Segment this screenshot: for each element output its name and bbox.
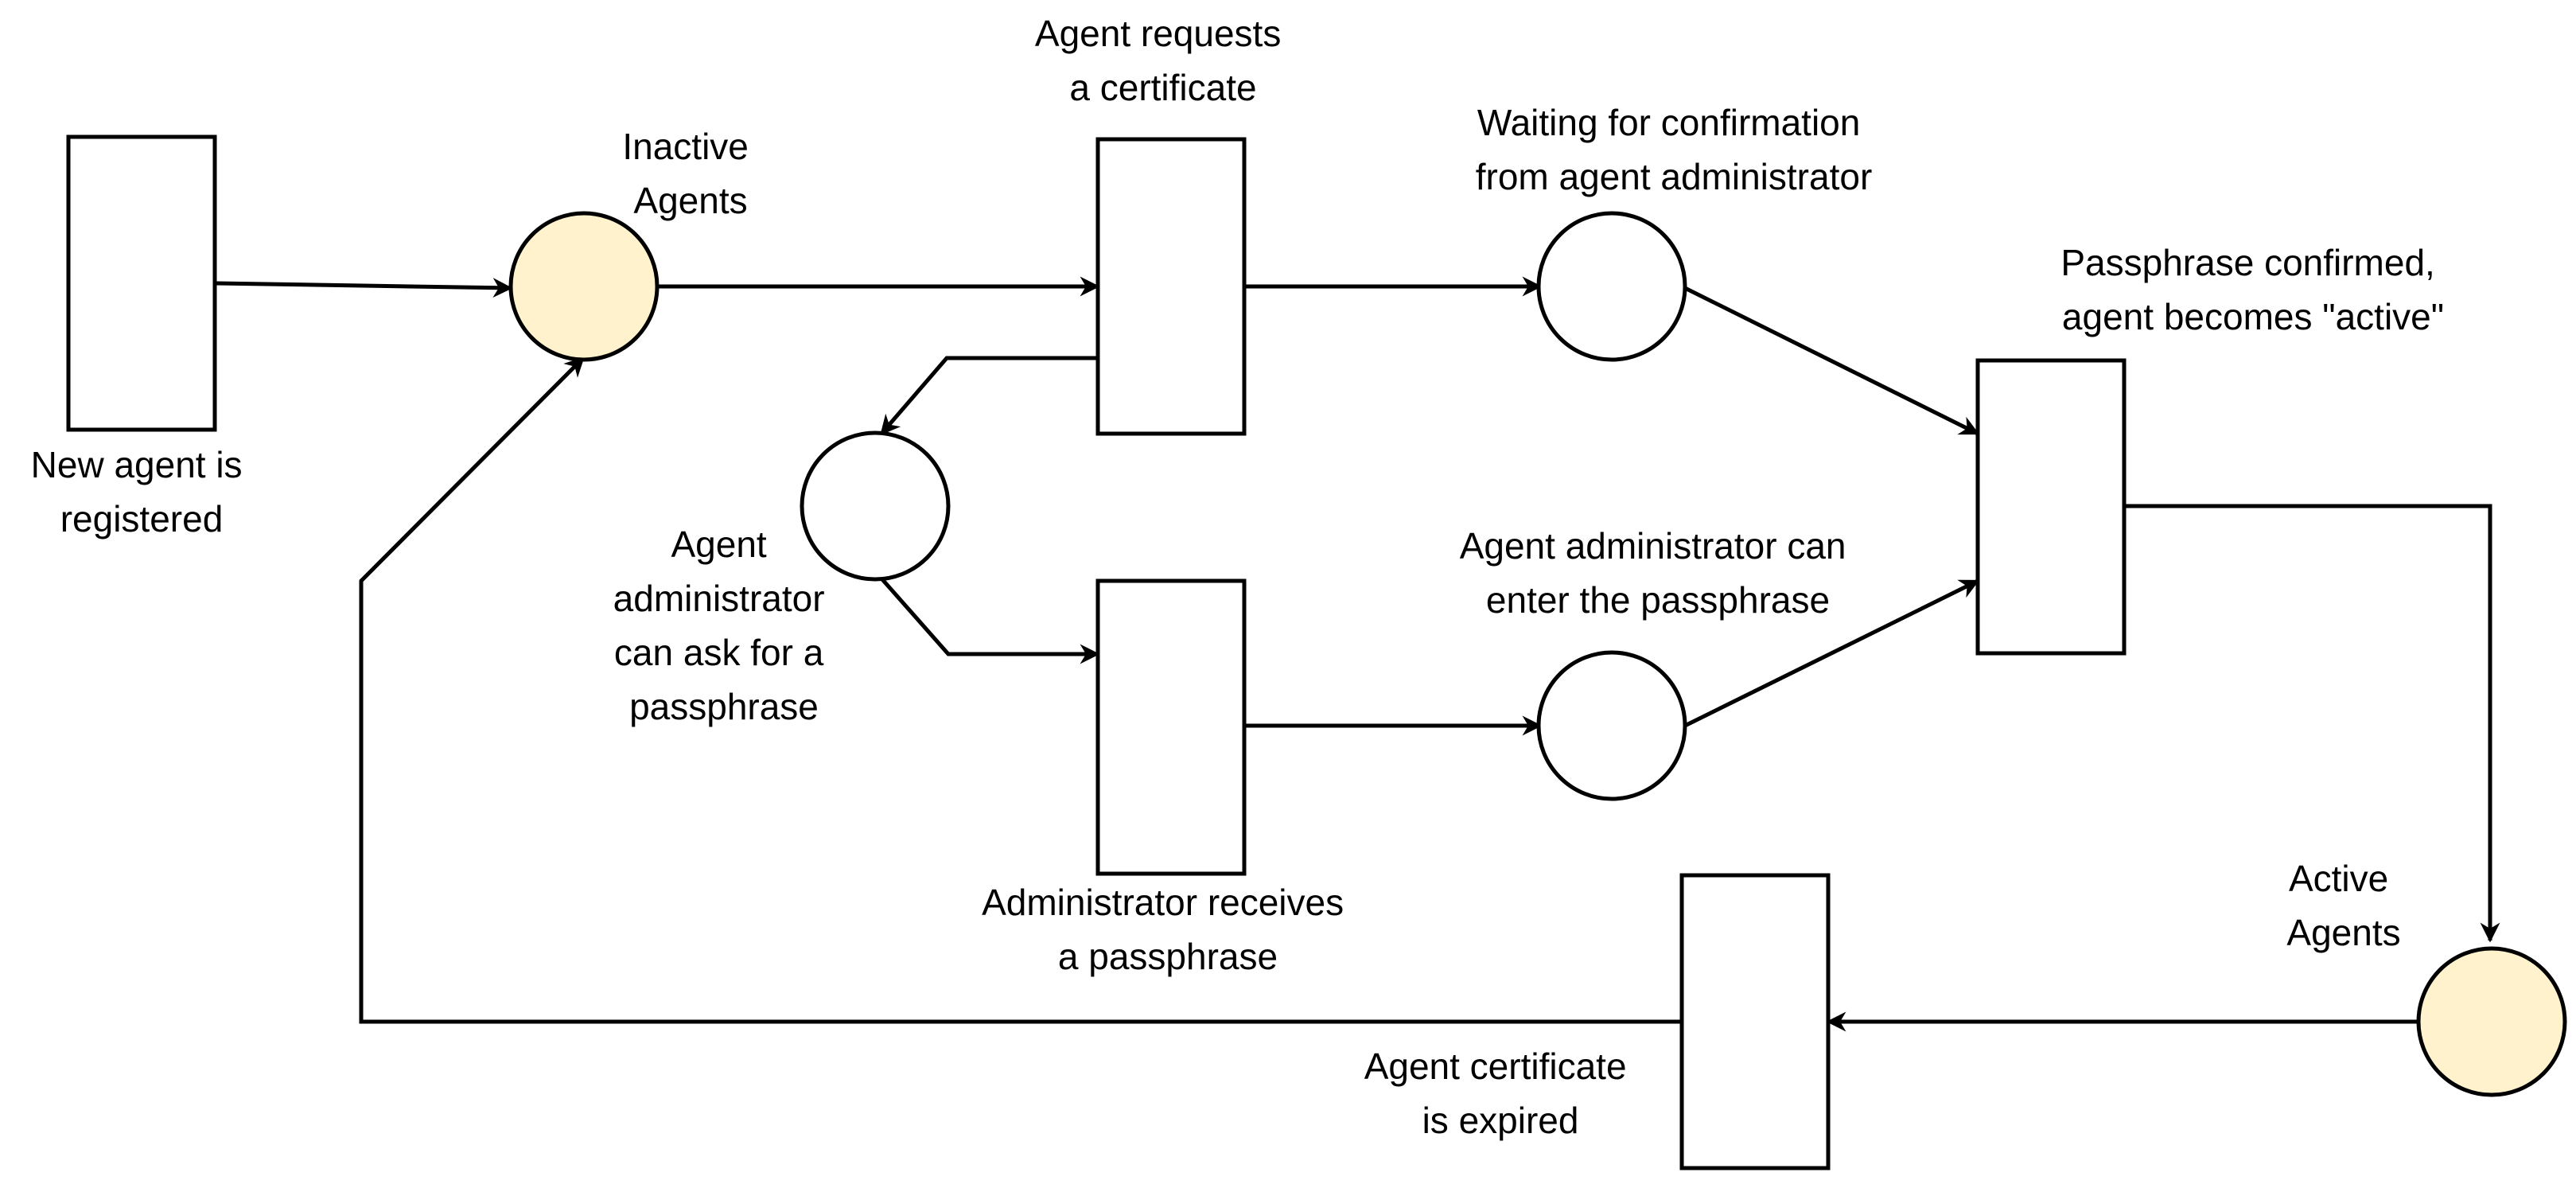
arc-ask-passphrase-to-admin-receives [880, 577, 1100, 664]
labels: New agent is registered Inactive Agents … [31, 13, 2445, 1141]
transition-administrator-receives-passphrase [1095, 578, 1247, 876]
arc-new-agent-to-inactive [216, 278, 513, 298]
places [508, 211, 2567, 1097]
arc-enter-passphrase-to-passphrase-confirmed [1683, 578, 1980, 728]
label-certificate-expired: Agent certificate is expired [1364, 1046, 1637, 1141]
arc-waiting-to-passphrase-confirmed [1683, 286, 1980, 436]
place-inactive-agents [508, 211, 660, 362]
transition-agent-requests-certificate [1095, 137, 1247, 436]
transition-passphrase-confirmed [1975, 358, 2127, 656]
arc-passphrase-confirmed-to-active [2124, 504, 2500, 943]
label-administrator-receives-passphrase: Administrator receives a passphrase [982, 882, 1354, 977]
label-inactive-agents: Inactive Agents [622, 126, 758, 221]
label-enter-passphrase: Agent administrator can enter the passph… [1460, 525, 1857, 621]
arcs [216, 276, 2500, 1032]
label-passphrase-confirmed: Passphrase confirmed, agent becomes "act… [2060, 242, 2445, 337]
place-active-agents [2416, 946, 2567, 1097]
transitions [66, 134, 2127, 1170]
arc-certificate-expired-to-inactive [359, 356, 1682, 1024]
label-active-agents: Active Agents [2286, 858, 2400, 953]
label-waiting-confirmation: Waiting for confirmation from agent admi… [1476, 102, 1873, 197]
transition-new-agent-registered [66, 134, 217, 432]
place-enter-passphrase [1536, 650, 1687, 801]
place-ask-passphrase [800, 430, 951, 582]
label-agent-requests-certificate: Agent requests a certificate [1035, 13, 1291, 108]
label-new-agent-registered: New agent is registered [31, 444, 253, 539]
label-ask-passphrase: Agent administrator can ask for a passph… [613, 524, 835, 727]
place-waiting-confirmation [1536, 211, 1687, 362]
transition-certificate-expired [1679, 873, 1831, 1170]
arc-request-certificate-to-ask-passphrase [880, 356, 1098, 435]
